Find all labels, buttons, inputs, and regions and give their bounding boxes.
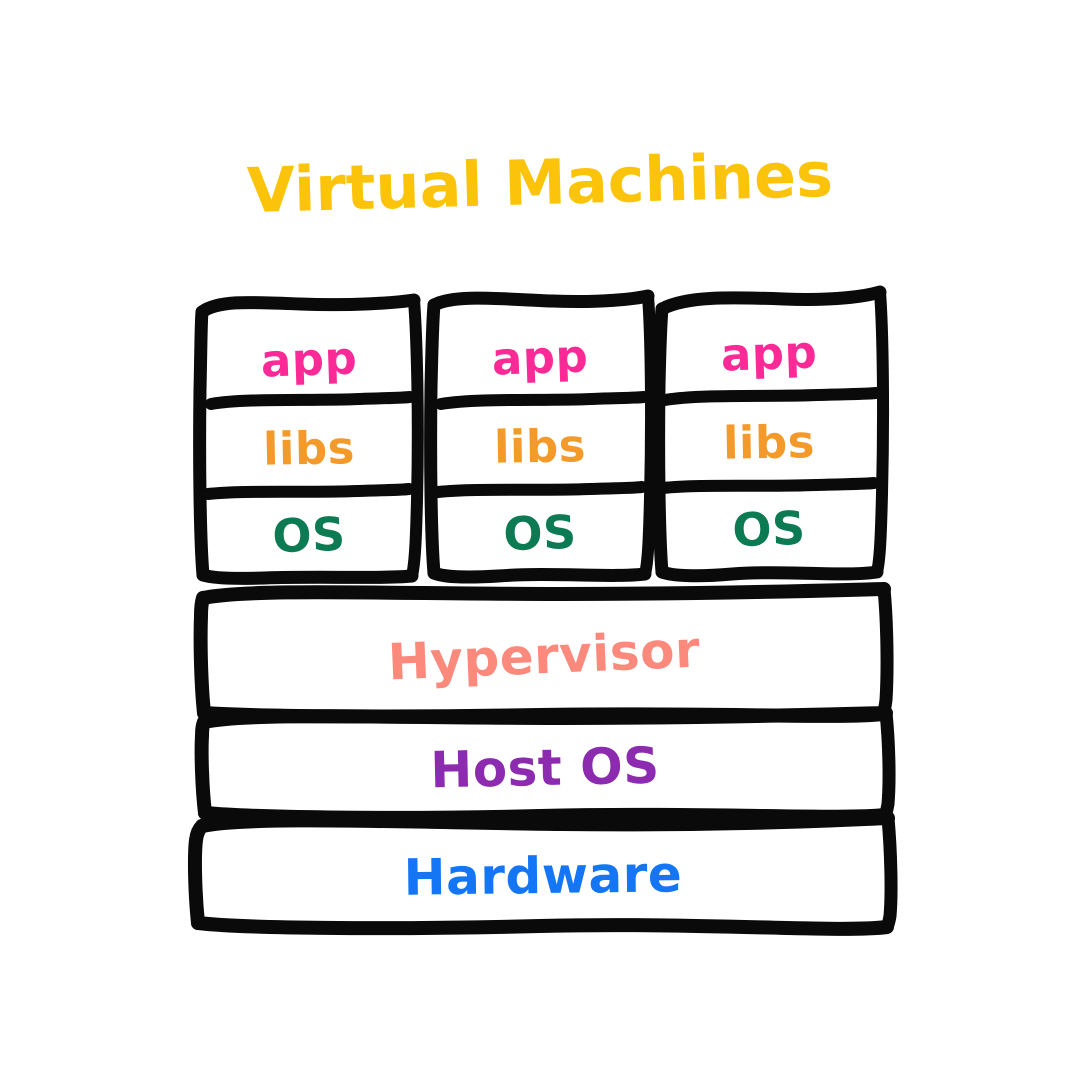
vm-1-row-app: app — [259, 330, 359, 388]
vm-box-3-outline — [652, 285, 890, 583]
vm-2-row-os: OS — [502, 504, 578, 562]
band-hardware-outline — [187, 811, 898, 936]
vm-3-row-os: OS — [731, 500, 807, 558]
vm-box-2-outline — [424, 289, 658, 584]
vm-box-1-outline — [193, 293, 424, 585]
vm-2-row-libs: libs — [493, 418, 587, 474]
band-label-hardware: Hardware — [403, 845, 683, 907]
vm-3-row-app: app — [719, 324, 819, 382]
vm-2-row-app: app — [490, 328, 590, 386]
vm-1-row-os: OS — [271, 506, 347, 564]
vm-3-row-libs: libs — [722, 414, 816, 470]
vm-1-row-libs: libs — [262, 420, 356, 476]
band-label-host-os: Host OS — [429, 736, 661, 800]
